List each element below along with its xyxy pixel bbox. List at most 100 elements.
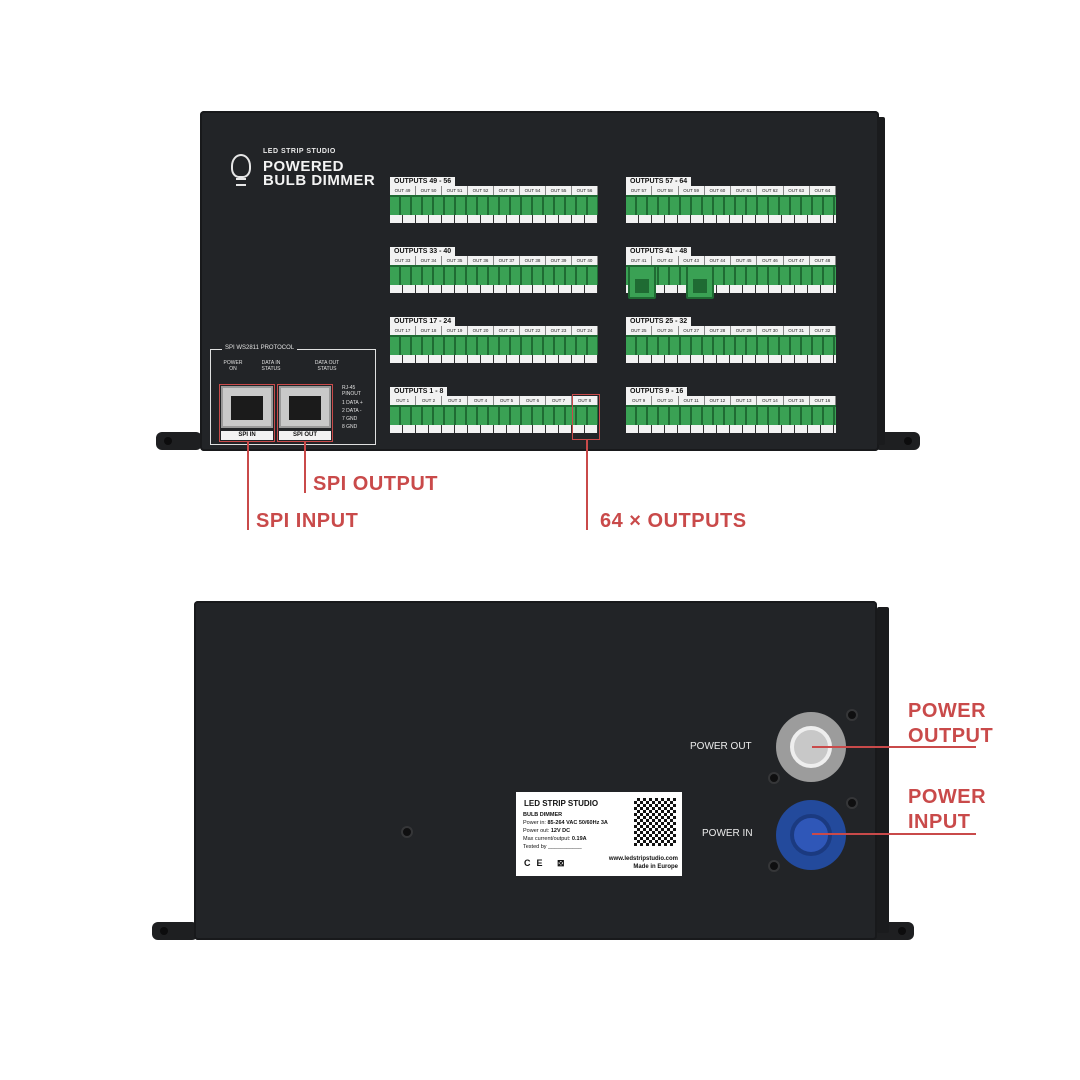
power-output-callout-line2: OUTPUT — [908, 725, 994, 747]
pinout-line: 1 DATA + — [342, 400, 363, 406]
pinout-line: 7 GND — [342, 416, 358, 422]
terminal-block[interactable] — [626, 405, 836, 425]
out-label: OUT 16 — [810, 396, 836, 405]
terminal-block[interactable] — [390, 335, 598, 355]
out-label: OUT 34 — [416, 256, 442, 265]
spi-out-port[interactable] — [279, 386, 331, 428]
sticker-url: www.ledstripstudio.com — [608, 856, 678, 862]
screw-icon — [846, 797, 858, 809]
out-label: OUT 10 — [652, 396, 679, 405]
power-output-leader — [812, 746, 976, 748]
out-label: OUT 46 — [757, 256, 784, 265]
out-label: OUT 44 — [705, 256, 731, 265]
out-label: OUT 43 — [679, 256, 705, 265]
terminal-block[interactable] — [390, 265, 598, 285]
terminal-block[interactable] — [390, 405, 598, 425]
out-label: OUT 23 — [546, 326, 572, 335]
spi-in-port[interactable] — [221, 386, 273, 428]
out-label: OUT 14 — [757, 396, 784, 405]
pinout-line: 8 GND — [342, 424, 358, 430]
out-label: OUT 21 — [494, 326, 520, 335]
out-label: OUT 35 — [442, 256, 468, 265]
out-label: OUT 9 — [626, 396, 653, 405]
pluggable-terminal[interactable] — [628, 265, 656, 299]
out-label: OUT 50 — [416, 186, 442, 195]
out-label: OUT 61 — [731, 186, 758, 195]
out-label: OUT 22 — [520, 326, 546, 335]
out-label: OUT 52 — [468, 186, 494, 195]
terminal-block[interactable] — [626, 195, 836, 215]
terminal-block[interactable] — [626, 335, 836, 355]
out-label: OUT 2 — [416, 396, 442, 405]
screw-icon — [768, 860, 780, 872]
polarity-strip — [390, 425, 598, 433]
chassis-edge — [877, 117, 885, 445]
out-label: OUT 55 — [546, 186, 572, 195]
spi-input-leader — [247, 442, 249, 530]
chassis-edge — [877, 607, 889, 933]
out-label: OUT 6 — [520, 396, 546, 405]
polarity-strip — [390, 355, 598, 363]
data-in-status-label: DATA IN STATUS — [261, 360, 281, 372]
mounting-foot-left — [156, 432, 202, 450]
pluggable-terminal[interactable] — [686, 265, 714, 299]
out-label: OUT 25 — [626, 326, 653, 335]
outputs-callout: 64 × OUTPUTS — [600, 510, 747, 532]
power-in-connector[interactable] — [776, 800, 846, 870]
bank-title: OUTPUTS 49 - 56 — [390, 177, 456, 186]
bank-title: OUTPUTS 57 - 64 — [626, 177, 692, 186]
data-out-status-label: DATA OUT STATUS — [314, 360, 340, 372]
spi-input-callout: SPI INPUT — [256, 510, 359, 532]
qr-code[interactable] — [634, 798, 676, 846]
out-label: OUT 29 — [731, 326, 758, 335]
out-label: OUT 11 — [679, 396, 705, 405]
out-label: OUT 5 — [494, 396, 520, 405]
power-in-label: POWER IN — [702, 828, 753, 839]
sticker-power-out: Power out: 12V DC — [523, 828, 571, 834]
spi-out-highlight — [277, 384, 333, 442]
sticker-tested: Tested by ___________ — [523, 844, 582, 850]
power-in-socket — [790, 814, 832, 856]
out-label: OUT 18 — [416, 326, 442, 335]
power-out-connector[interactable] — [776, 712, 846, 782]
out-label: OUT 1 — [390, 396, 416, 405]
out-label: OUT 49 — [390, 186, 416, 195]
screw-icon — [401, 826, 413, 838]
out-label: OUT 26 — [652, 326, 679, 335]
bulb-logo-icon — [231, 154, 251, 178]
out-label: OUT 39 — [546, 256, 572, 265]
polarity-strip — [390, 215, 598, 223]
power-input-callout-line1: POWER — [908, 786, 987, 808]
sticker-made-in: Made in Europe — [633, 864, 678, 870]
terminal-block[interactable] — [390, 195, 598, 215]
sticker-product: BULB DIMMER — [523, 812, 563, 818]
terminal-block[interactable] — [626, 265, 836, 285]
bank-title: OUTPUTS 25 - 32 — [626, 317, 692, 326]
sticker-brand: LED STRIP STUDIO — [524, 799, 599, 808]
power-output-callout-line1: POWER — [908, 700, 987, 722]
screw-icon — [768, 772, 780, 784]
out-label: OUT 59 — [679, 186, 705, 195]
spi-output-leader — [304, 442, 306, 493]
out-label: OUT 38 — [520, 256, 546, 265]
pinout-title: RJ-45 PINOUT — [342, 385, 361, 397]
sticker-max-current: Max current/output: 0.19A — [523, 836, 587, 842]
spi-output-callout: SPI OUTPUT — [313, 473, 439, 495]
out-label: OUT 58 — [652, 186, 679, 195]
spi-in-highlight — [219, 384, 275, 442]
power-input-leader — [812, 833, 976, 835]
out-label: OUT 7 — [546, 396, 572, 405]
spi-out-port-label: SPI OUT — [279, 431, 331, 440]
polarity-strip — [390, 285, 598, 293]
out-label: OUT 57 — [626, 186, 653, 195]
power-out-label: POWER OUT — [690, 741, 752, 752]
out-label: OUT 13 — [731, 396, 758, 405]
bank-title: OUTPUTS 41 - 48 — [626, 247, 692, 256]
out-label: OUT 53 — [494, 186, 520, 195]
power-on-label: POWER ON — [223, 360, 243, 372]
polarity-strip — [626, 355, 836, 363]
outputs-leader — [586, 440, 588, 530]
power-input-callout-line2: INPUT — [908, 811, 971, 833]
bank-title: OUTPUTS 33 - 40 — [390, 247, 456, 256]
out-label: OUT 8 — [572, 396, 598, 405]
